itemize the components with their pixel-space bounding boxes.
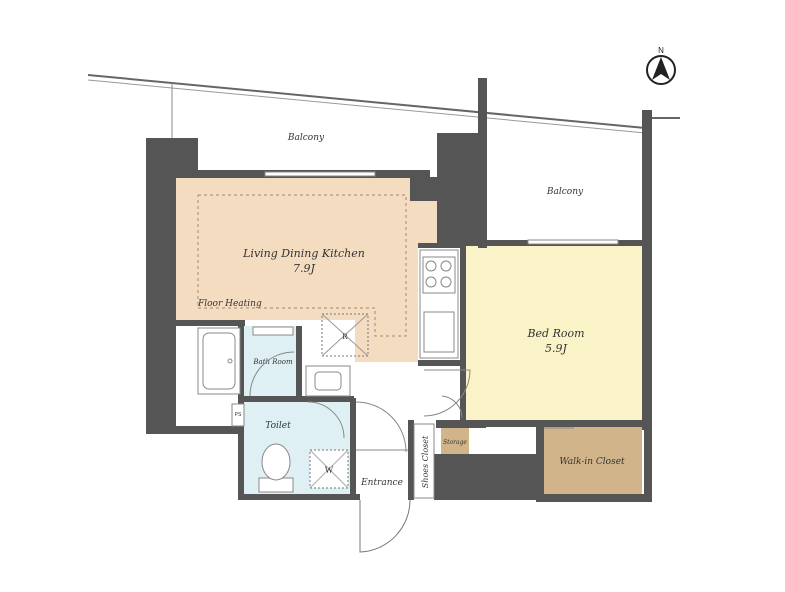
vanity (252, 326, 294, 336)
north-arrow: N (646, 46, 676, 85)
ldk-name: Living Dining Kitchen (242, 247, 365, 260)
shoes-closet (413, 423, 435, 499)
ldk-window (264, 171, 376, 177)
storage-label: Storage (443, 439, 467, 446)
north-arrow-pointer (652, 57, 670, 80)
ldk-size: 7.9J (293, 262, 315, 275)
toilet-label: Toilet (265, 421, 291, 431)
washer-label: W (325, 465, 334, 475)
washer-space: W (309, 449, 349, 489)
entrance-door-swing (359, 499, 411, 553)
ldk-door-swing (355, 401, 407, 453)
fridge: R (321, 313, 369, 357)
walls (146, 78, 652, 502)
bath-floor (244, 326, 296, 398)
bedroom-size: 5.9J (545, 342, 567, 355)
storage-floor (441, 428, 469, 454)
north-arrow-ring (646, 55, 676, 85)
toilet-door-swing (307, 401, 345, 439)
storage-door-swing (441, 395, 463, 419)
fridge-label: R (342, 332, 348, 341)
ps-label: PS (235, 412, 242, 418)
kitchen-counter (419, 249, 459, 359)
bath-door-swing (249, 351, 295, 397)
floor-heating-label: Floor Heating (197, 299, 262, 309)
bedroom-floor (466, 246, 642, 422)
bedroom-name: Bed Room (526, 327, 584, 340)
walkin-closet-label: Walk-in Closet (559, 457, 625, 467)
balcony-railing (87, 74, 680, 140)
balcony-right-label: Balcony (546, 187, 584, 197)
ps-box (231, 403, 245, 427)
bedroom-door-swing (423, 369, 471, 417)
bedroom-window (527, 239, 619, 245)
washbasin (305, 365, 351, 397)
balcony-left-label: Balcony (287, 133, 325, 143)
floor-heating-outline (197, 194, 407, 337)
bathtub (197, 327, 241, 395)
ldk-floor (175, 177, 437, 362)
toilet-bowl (258, 443, 294, 493)
north-letter: N (658, 46, 664, 55)
entrance-label: Entrance (360, 478, 403, 488)
shoes-closet-label: Shoes Closet (421, 435, 430, 488)
bath-label: Bath Room (252, 358, 293, 366)
walkin-closet-floor (543, 427, 642, 496)
